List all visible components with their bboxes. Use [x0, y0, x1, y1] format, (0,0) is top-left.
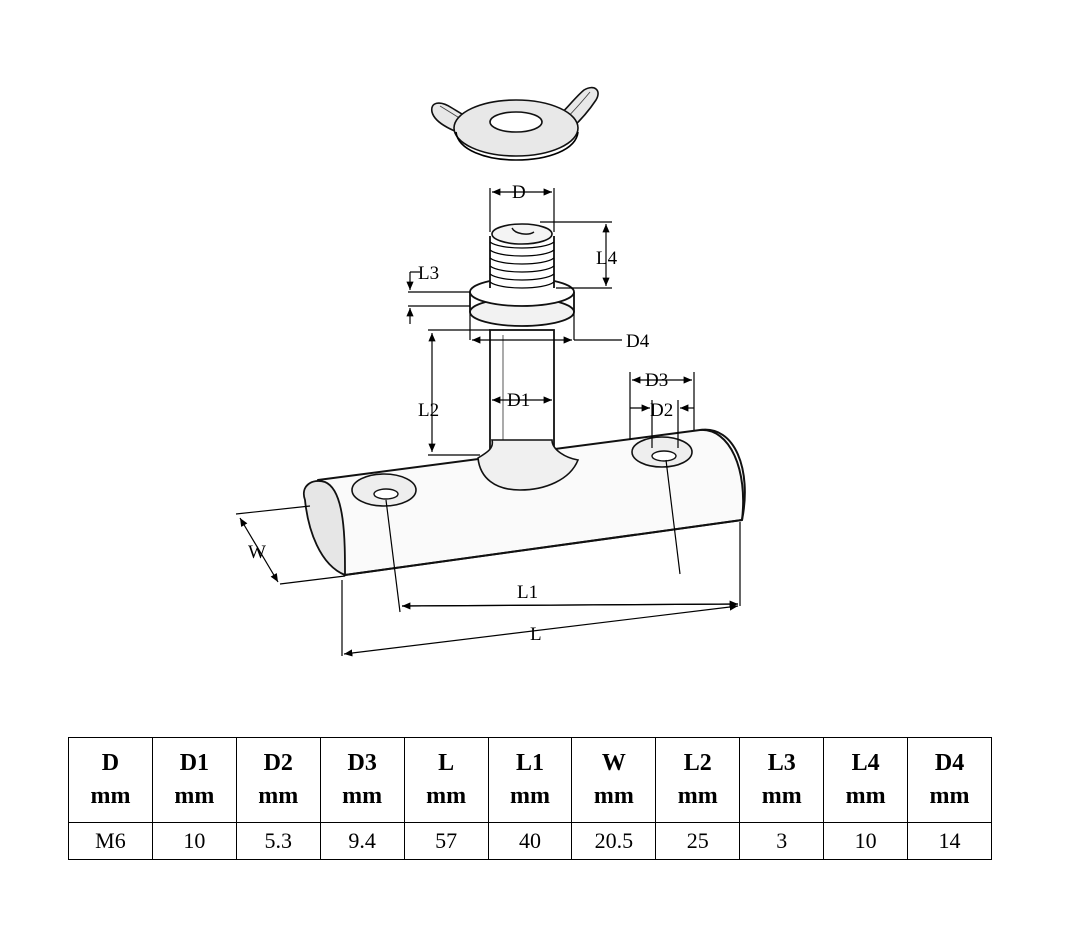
- label-d4: D4: [626, 331, 650, 352]
- label-l2: L2: [418, 400, 439, 421]
- value-l1: 40: [487, 822, 573, 860]
- label-l3: L3: [418, 263, 439, 284]
- value-w: 20.5: [571, 822, 657, 860]
- value-d1: 10: [151, 822, 237, 860]
- bolt: [469, 223, 575, 456]
- value-l: 57: [403, 822, 489, 860]
- spec-table-value-row: M6 10 5.3 9.4 57 40 20.5 25 3 10 14: [68, 822, 992, 860]
- label-w: W: [248, 542, 266, 563]
- label-d: D: [512, 182, 526, 203]
- label-d3: D3: [645, 370, 668, 391]
- technical-drawing: D L4 L3 D4 D1 L2 D3 D2 W: [235, 86, 746, 657]
- label-d2: D2: [650, 400, 673, 421]
- value-d: M6: [68, 822, 153, 860]
- label-d1: D1: [507, 390, 530, 411]
- wing-nut: [430, 86, 599, 161]
- label-l1: L1: [517, 582, 538, 603]
- thread: [489, 223, 555, 289]
- value-l2: 25: [655, 822, 741, 860]
- dimensions: D L4 L3 D4 D1 L2 D3 D2 W: [235, 182, 741, 657]
- label-l4: L4: [596, 248, 618, 269]
- value-d3: 9.4: [319, 822, 405, 860]
- value-l4: 10: [823, 822, 909, 860]
- label-l: L: [530, 624, 542, 645]
- value-d4: 14: [907, 822, 992, 860]
- value-l3: 3: [739, 822, 825, 860]
- base-plate: [302, 428, 746, 577]
- value-d2: 5.3: [235, 822, 321, 860]
